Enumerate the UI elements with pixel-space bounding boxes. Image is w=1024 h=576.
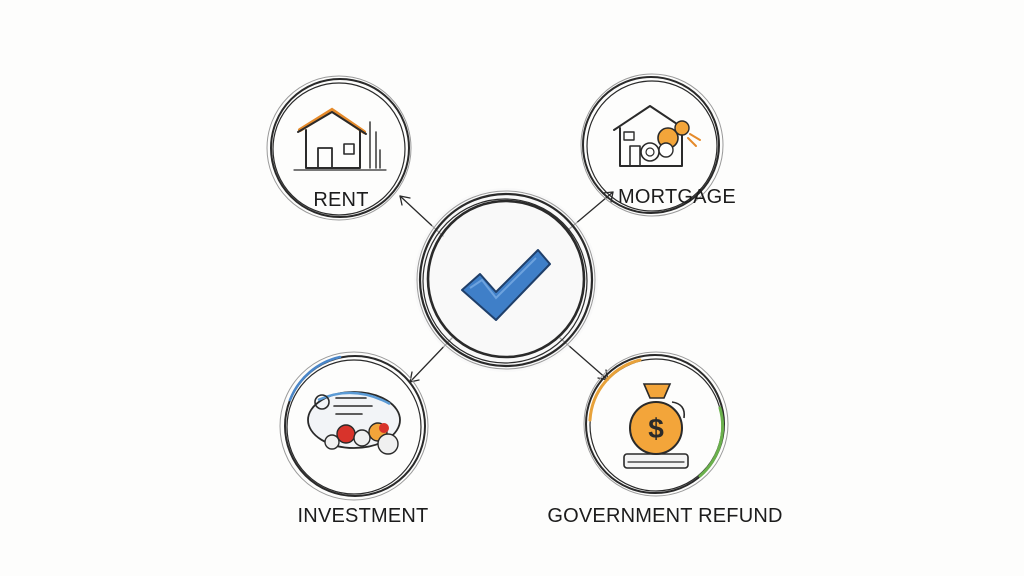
money-bag-icon: $ bbox=[623, 383, 689, 469]
house-with-coins-icon bbox=[613, 105, 701, 167]
checkmark-icon bbox=[461, 249, 551, 321]
government-refund-label: GOVERNMENT REFUND bbox=[547, 505, 783, 527]
rent-label: RENT bbox=[313, 189, 369, 211]
investment-node bbox=[279, 351, 429, 501]
house-icon bbox=[293, 107, 387, 171]
center-node bbox=[414, 188, 598, 372]
mortgage-label: MORTGAGE bbox=[618, 186, 736, 208]
coins-document-icon bbox=[307, 391, 401, 455]
svg-text:$: $ bbox=[648, 413, 664, 444]
government-refund-node: $ bbox=[583, 351, 729, 497]
rent-node bbox=[266, 75, 412, 221]
investment-label: INVESTMENT bbox=[297, 505, 429, 527]
mortgage-node bbox=[580, 73, 724, 217]
